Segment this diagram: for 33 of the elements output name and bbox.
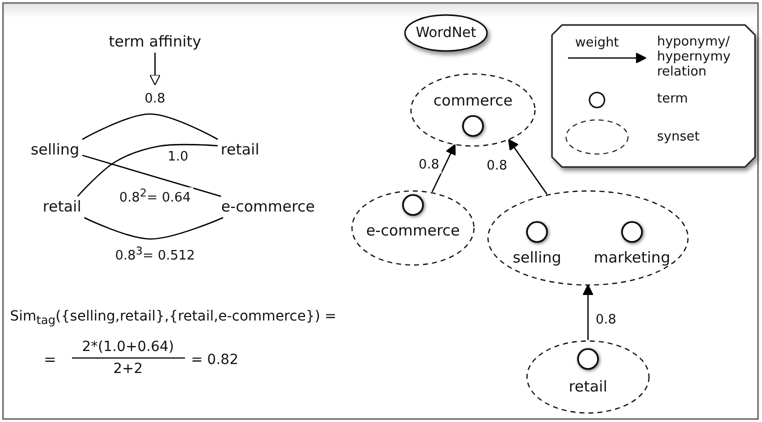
- fraction-numerator: 2*(1.0+0.64): [82, 338, 174, 356]
- term-label: retail: [218, 139, 262, 161]
- heading-label: term affinity: [106, 31, 204, 53]
- arrow: [582, 284, 594, 340]
- synset-ellipse: [526, 340, 650, 414]
- connector-line: [82, 154, 222, 197]
- edge-label: 0.8: [416, 158, 442, 174]
- connector-line: [84, 217, 224, 240]
- synset-ellipse: [351, 190, 475, 266]
- term-label: commerce: [433, 92, 513, 110]
- term-label: e-commerce: [218, 196, 318, 218]
- database-ellipse: WordNet: [404, 14, 488, 52]
- legend-label: hyponymy/ hypernymy relation: [657, 36, 732, 80]
- term-label: retail: [40, 196, 84, 218]
- connector-line: [77, 144, 218, 197]
- term-label: selling: [28, 139, 82, 161]
- arrow: [508, 139, 548, 195]
- fraction-denominator: 2+2: [113, 360, 143, 378]
- term-label: selling: [512, 249, 562, 267]
- term-label: retail: [568, 378, 608, 396]
- equals-sign: =: [44, 351, 56, 369]
- synset-ellipse: [410, 73, 536, 147]
- synset-ellipse: [487, 190, 689, 286]
- term-label: e-commerce: [366, 222, 460, 240]
- connector-line: [82, 113, 218, 140]
- weight-label: weight: [575, 36, 619, 52]
- formula-text: Sim$_{tag}$({selling,retail},{retail,e-commerce}) =: [10, 308, 336, 328]
- arrow: [150, 52, 160, 86]
- formula-result: = 0.82: [191, 352, 238, 368]
- legend-label: synset: [657, 130, 700, 146]
- arrow: [432, 144, 456, 192]
- legend-label: term: [657, 92, 688, 108]
- term-label: marketing: [594, 249, 670, 267]
